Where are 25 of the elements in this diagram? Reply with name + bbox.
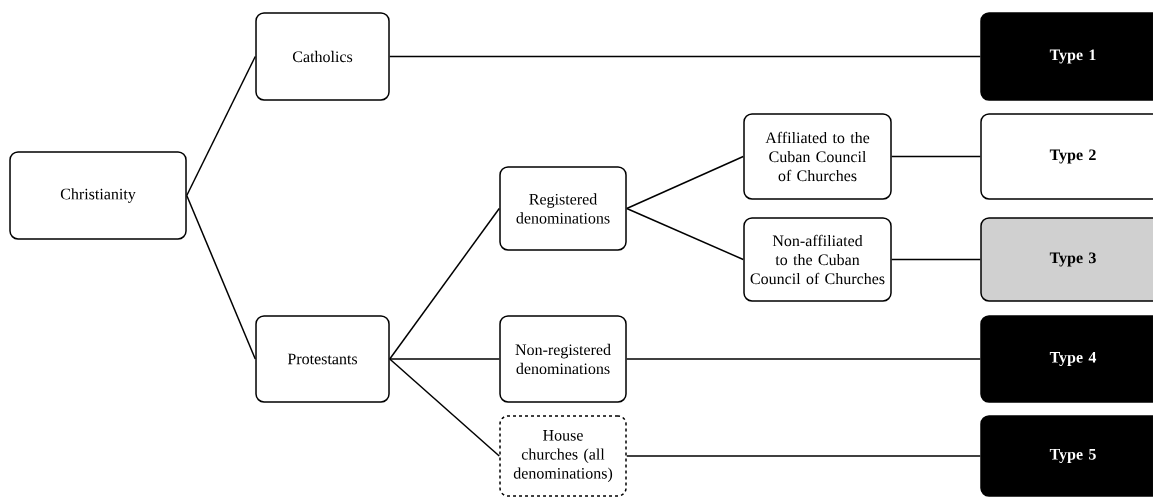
connector-line [626, 358, 981, 360]
connector-line [186, 194, 256, 360]
connector-line [891, 258, 981, 261]
category-box: Registered denominations [499, 166, 627, 251]
category-box: Affiliated to the Cuban Council of Churches [743, 113, 892, 200]
category-box: House churches (all denominations) [499, 415, 627, 497]
category-box: Non-affiliated to the Cuban Council of Churches [743, 217, 892, 302]
category-box: Protestants [255, 315, 390, 403]
connector-line [389, 55, 981, 58]
category-box: Catholics [255, 12, 390, 101]
type-box: Type 3 [980, 217, 1153, 302]
connector-line [389, 358, 500, 360]
type-box: Type 1 [980, 12, 1153, 101]
type-box: Type 2 [980, 113, 1153, 200]
category-box: Non-registered denominations [499, 315, 627, 403]
connector-line [186, 55, 256, 197]
type-box: Type 4 [980, 315, 1153, 403]
category-box: Christianity [9, 151, 187, 240]
connector-line [626, 155, 744, 210]
connector-line [626, 207, 744, 261]
type-box: Type 5 [980, 415, 1153, 497]
connector-line [389, 207, 500, 360]
connector-line [389, 358, 500, 457]
connector-line [891, 155, 981, 158]
connector-line [626, 455, 981, 457]
